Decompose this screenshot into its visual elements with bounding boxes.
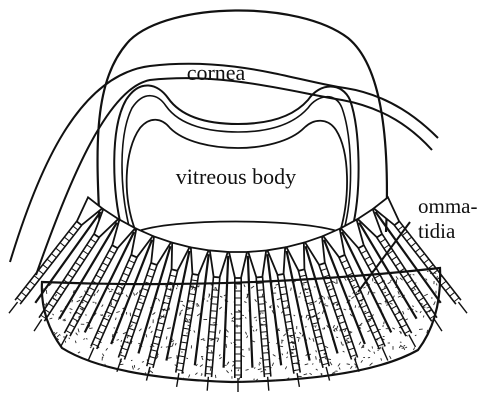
ommatidium-cone xyxy=(210,250,228,277)
vitreous-body-label: vitreous body xyxy=(176,164,296,189)
cornea-lens-boundary xyxy=(114,85,358,230)
ommatidia-label-line1: omma- xyxy=(418,194,477,218)
ommatidium-nerve xyxy=(9,302,18,313)
cornea-outline xyxy=(98,10,387,232)
cornea-lens-inner-boundary xyxy=(122,96,351,230)
ommatidium-nerve xyxy=(34,319,42,331)
ommatidium-cone xyxy=(94,209,118,237)
cornea-label: cornea xyxy=(187,60,246,85)
ommatidium-cone xyxy=(358,209,382,237)
ommatidia-label-line2: tidia xyxy=(418,219,456,243)
ommatidium-cone xyxy=(229,252,247,278)
ommatidium-cone xyxy=(248,250,266,277)
ommatidium-nerve xyxy=(434,319,442,331)
ommatidium-nerve xyxy=(458,302,467,313)
